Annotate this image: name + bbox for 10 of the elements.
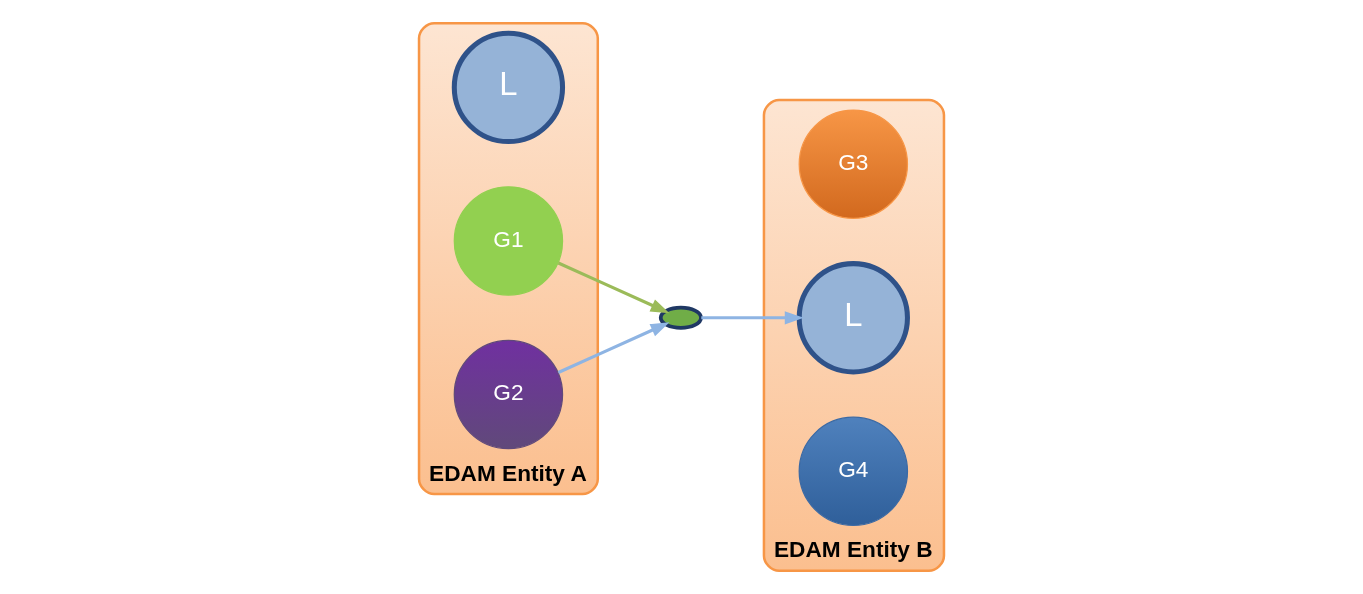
arrow: [557, 322, 670, 374]
node-circle: L: [451, 30, 566, 145]
node-circle: [658, 305, 703, 330]
node-circle: G4: [798, 416, 909, 527]
node-circle: G3: [798, 109, 909, 219]
node-circle: G1: [453, 186, 564, 296]
node-circle: G2: [453, 339, 564, 450]
arrow: [557, 261, 670, 314]
node-circle: L: [796, 261, 910, 375]
arrow: [701, 311, 804, 325]
